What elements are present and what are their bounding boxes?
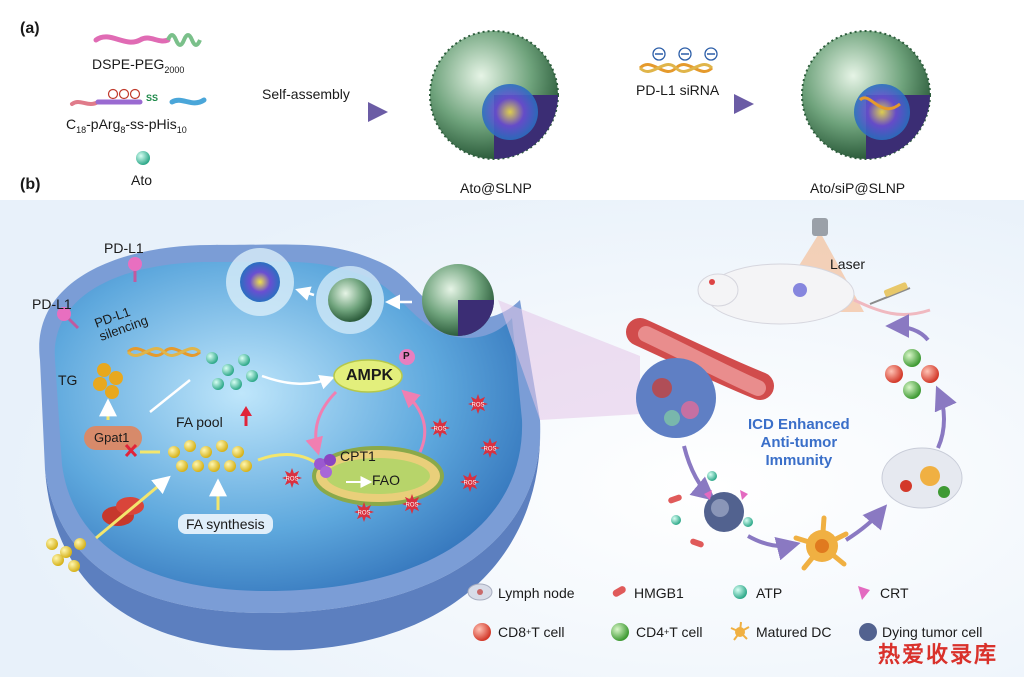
dspe-peg-label: DSPE-PEG2000 <box>92 56 185 75</box>
legend-cd4-t-cell-icon <box>611 623 629 641</box>
legend-atp-icon <box>733 585 747 599</box>
legend-lymph-node: Lymph node <box>498 585 575 601</box>
ros-molecule: ROS <box>430 418 450 438</box>
entering-nanoparticle <box>422 264 494 336</box>
ros-molecule: ROS <box>402 494 422 514</box>
fao-label: FAO <box>372 472 401 488</box>
ros-label: ROS <box>357 511 370 517</box>
legend-icons <box>467 583 877 641</box>
legend-atp: ATP <box>756 585 783 601</box>
legend-cd4-t-cell: CD4+ T cell <box>636 624 703 640</box>
ss-bond-label: SS <box>146 93 159 103</box>
panel-b-label: (b) <box>20 176 41 193</box>
zoom-funnel <box>498 300 640 420</box>
tumor-cell <box>39 244 541 651</box>
legend-crt-icon <box>858 586 870 600</box>
ato-drug-icon <box>136 151 150 165</box>
ato-molecules <box>206 352 258 390</box>
fa-synthesis-label: FA synthesis <box>178 514 273 534</box>
watermark: 热爱收录库 <box>877 642 998 667</box>
legend-cd8-t-cell-icon <box>473 623 491 641</box>
pdl1-receptor-top <box>128 257 142 282</box>
pdl1-top-label: PD-L1 <box>104 240 144 256</box>
pdl1-left-label: PD-L1 <box>32 296 72 312</box>
ros-label: ROS <box>433 427 446 433</box>
sirna-helix-icon <box>638 47 718 73</box>
ros-label: ROS <box>405 503 418 509</box>
tg-lipid-droplets <box>93 363 123 399</box>
ros-molecule: ROS <box>468 394 488 414</box>
tumor-mass <box>636 358 716 438</box>
blood-vessel <box>626 318 774 400</box>
ampk-label: AMPK <box>346 367 394 384</box>
extracellular-fa-molecules <box>46 538 86 572</box>
mouse-icon <box>697 263 931 325</box>
gpat1-enzyme <box>84 426 142 450</box>
ros-molecule: ROS <box>354 502 374 522</box>
c18-parg-ss-phis-molecule <box>70 88 207 106</box>
fa-pool-label: FA pool <box>176 414 223 430</box>
legend-hmgb1-icon <box>612 586 626 597</box>
ros-label: ROS <box>483 447 496 453</box>
panel-a-label: (a) <box>20 20 40 37</box>
fa-pool-molecules <box>168 440 252 472</box>
cpt1-label: CPT1 <box>340 448 376 464</box>
pdl1-sirna-label: PD-L1 siRNA <box>636 82 720 98</box>
ros-molecules: ROS ROS ROS ROS ROS ROS ROS <box>282 394 500 522</box>
legend-cd8-t-cell: CD8+ T cell <box>498 624 565 640</box>
self-assembly-label: Self-assembly <box>262 86 350 102</box>
cpt1-enzyme <box>314 454 336 478</box>
dying-tumor-cell <box>704 490 748 532</box>
pdl1-receptor-left <box>57 307 80 330</box>
ros-molecule: ROS <box>480 438 500 458</box>
matured-dendritic-cell <box>793 515 849 571</box>
legend-lymph-node-icon <box>467 583 493 601</box>
ros-label: ROS <box>285 477 298 483</box>
endosome <box>316 266 384 334</box>
laser-label: Laser <box>830 256 866 272</box>
released-nanoparticle <box>226 248 294 316</box>
syringe-icon <box>869 282 911 305</box>
legend-crt: CRT <box>880 585 909 601</box>
fa-transporter-icon <box>102 497 144 526</box>
t-cell-cluster <box>885 349 939 399</box>
phosphate-icon <box>399 349 415 365</box>
legend-dying-tumor-cell-icon <box>859 623 877 641</box>
legend-matured-dc-icon <box>730 621 750 641</box>
icd-label: ICD Enhanced Anti-tumor Immunity <box>748 416 850 469</box>
phosphate-label: P <box>403 351 410 362</box>
ros-label: ROS <box>463 481 476 487</box>
gpat1-label: Gpat1 <box>94 430 130 445</box>
ato-slnp-label: Ato@SLNP <box>460 180 532 196</box>
fa-pool-increase-arrow-icon <box>240 406 252 426</box>
mitochondrion <box>312 446 444 506</box>
tg-label: TG <box>58 372 78 388</box>
legend-hmgb1: HMGB1 <box>634 585 684 601</box>
lymph-node <box>881 447 963 509</box>
legend-dying-tumor-cell: Dying tumor cell <box>882 624 983 640</box>
ros-molecule: ROS <box>460 472 480 492</box>
ato-sip-slnp-label: Ato/siP@SLNP <box>810 180 906 196</box>
ato-label: Ato <box>131 172 153 188</box>
c18-parg-ss-phis-label: C18-pArg8-ss-pHis10 <box>66 116 187 135</box>
inhibition-x-icon <box>124 443 138 458</box>
ros-molecule: ROS <box>282 468 302 488</box>
legend-matured-dc: Matured DC <box>756 624 832 640</box>
dspe-peg-molecule <box>93 33 202 47</box>
ros-label: ROS <box>471 403 484 409</box>
ato-sip-slnp-nanoparticle <box>801 30 931 160</box>
ato-slnp-nanoparticle <box>429 30 559 160</box>
ampk-node <box>333 359 403 393</box>
released-damps <box>668 471 753 548</box>
